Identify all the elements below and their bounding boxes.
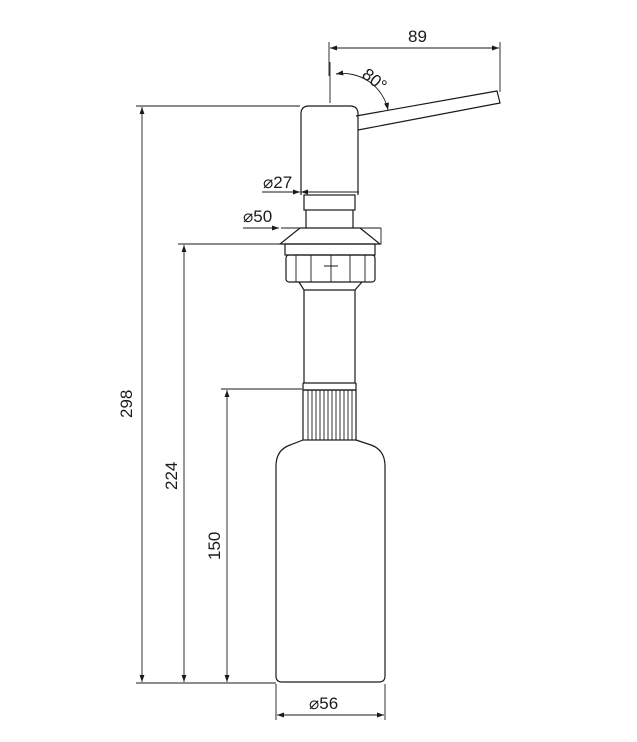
dim-label-spout-angle: 80°: [358, 65, 390, 96]
shank: [298, 281, 363, 383]
neck: [305, 210, 354, 228]
dimension-height-from-flange: 224: [162, 243, 283, 682]
dimension-bottle-height: 150: [205, 388, 302, 682]
dim-label-bottle-height: 150: [205, 532, 224, 560]
dim-label-head-diameter: ⌀27: [263, 173, 292, 192]
ribbed-cap: [302, 389, 357, 441]
dim-label-spout-reach: 89: [408, 27, 427, 46]
mounting-nut: [285, 254, 376, 283]
dimension-spout-angle: 80°: [329, 62, 390, 111]
nut-facets: [295, 255, 366, 282]
dim-label-total-height: 298: [117, 390, 136, 418]
dim-label-height-from-flange: 224: [162, 462, 181, 490]
head-collar: [303, 194, 356, 211]
dimension-spout-reach: 89: [328, 27, 501, 92]
dimension-total-height: 298: [117, 105, 300, 684]
bottle: [275, 439, 386, 683]
dimension-flange-diameter: ⌀50: [243, 207, 382, 244]
thread-collar: [302, 382, 357, 391]
dimension-head-diameter: ⌀27: [262, 173, 359, 195]
flange-base: [284, 243, 376, 256]
dim-label-bottle-diameter: ⌀56: [309, 694, 338, 713]
flange: [278, 227, 382, 245]
pump-head: [300, 105, 359, 195]
spout: [355, 90, 501, 131]
dispenser-outline: [275, 90, 501, 683]
cap-ribs: [307, 390, 353, 440]
dim-label-flange-diameter: ⌀50: [243, 207, 272, 226]
dimension-bottle-diameter: ⌀56: [275, 684, 386, 720]
